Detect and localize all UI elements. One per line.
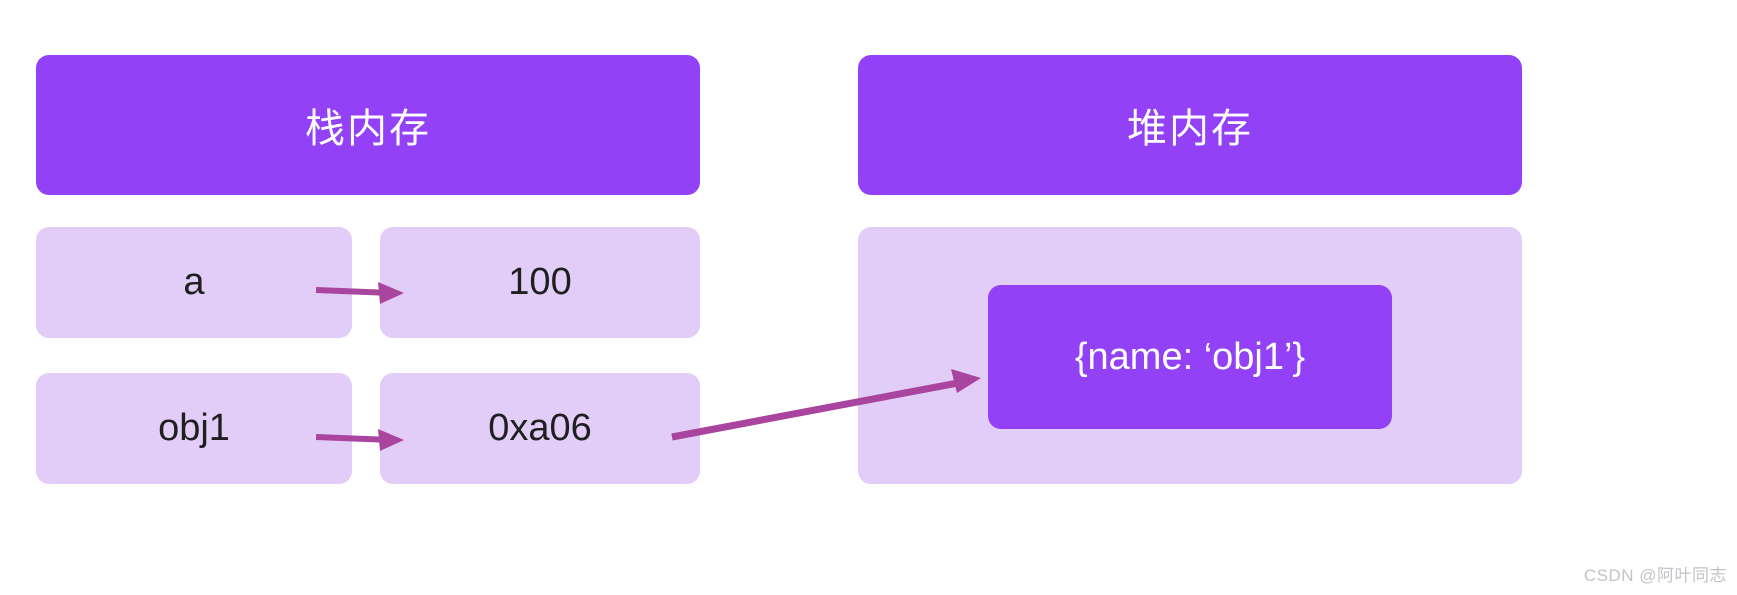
stack-cell-label: obj1 bbox=[158, 407, 230, 449]
stack-memory-title: 栈内存 bbox=[305, 107, 431, 151]
stack-memory-header: 栈内存 bbox=[36, 55, 700, 195]
heap-memory-title: 堆内存 bbox=[1127, 107, 1253, 151]
stack-variable-name-obj1: obj1 bbox=[36, 373, 352, 484]
csdn-watermark: CSDN @阿叶同志 bbox=[1583, 566, 1727, 585]
heap-object-box: {name: ‘obj1’} bbox=[988, 285, 1392, 429]
stack-cell-label: 100 bbox=[508, 261, 572, 303]
stack-variable-value-obj1: 0xa06 bbox=[380, 373, 700, 484]
stack-cell-label: a bbox=[183, 261, 205, 303]
stack-variable-name-a: a bbox=[36, 227, 352, 338]
heap-object-label: {name: ‘obj1’} bbox=[1074, 335, 1306, 378]
stack-cell-label: 0xa06 bbox=[488, 407, 592, 449]
stack-variable-value-a: 100 bbox=[380, 227, 700, 338]
heap-memory-header: 堆内存 bbox=[858, 55, 1522, 195]
